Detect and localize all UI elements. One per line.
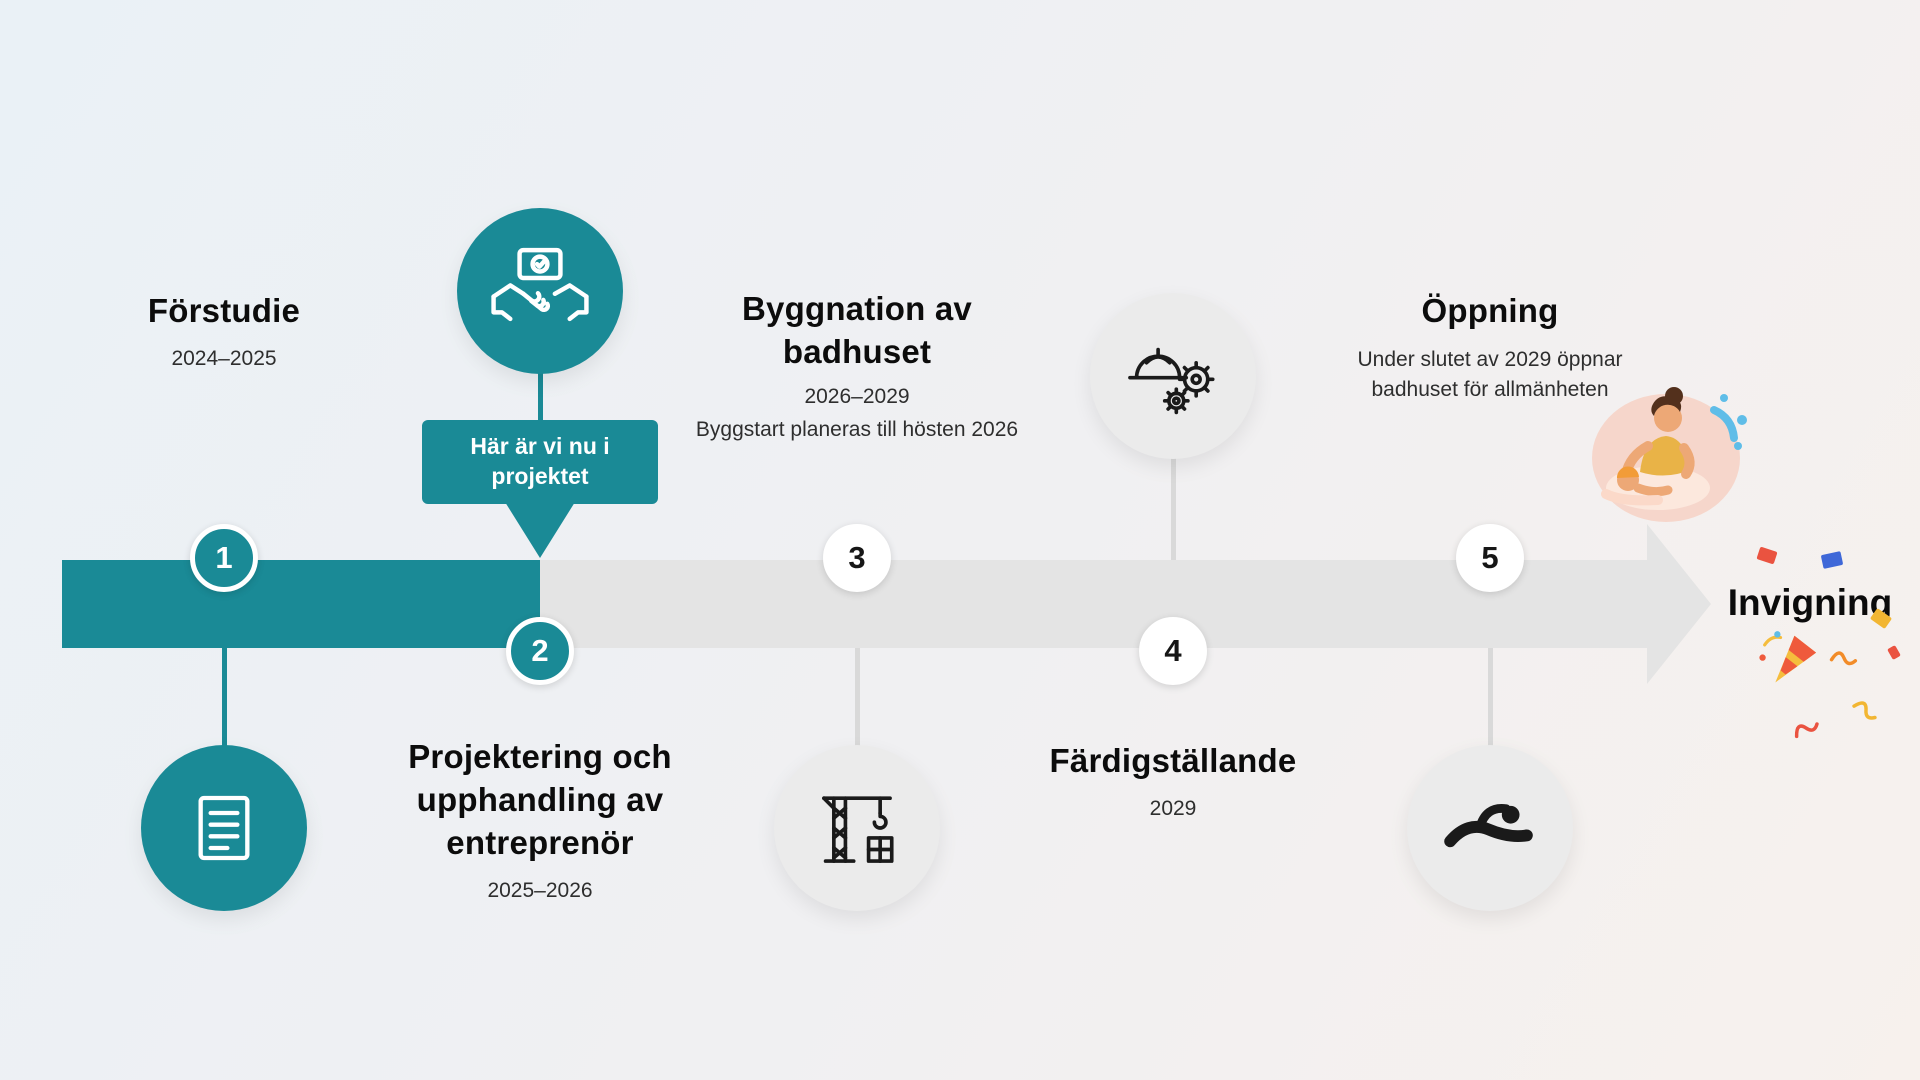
phase-3-note: Byggstart planeras till hösten 2026 (695, 417, 1019, 441)
swimmer-icon (1444, 804, 1533, 848)
step-1-marker: 1 (190, 524, 258, 592)
phase-3-title: Byggnation av badhuset (742, 290, 972, 370)
step-4-marker: 4 (1139, 617, 1207, 685)
step-3-number: 3 (848, 540, 866, 575)
step-3-marker: 3 (823, 524, 891, 592)
step-5-marker: 5 (1456, 524, 1524, 592)
phase-2-icon-circle (457, 208, 623, 374)
timeline-progress (62, 560, 540, 648)
current-stage-banner-label: Här är vi nu i projektet (470, 433, 610, 489)
phase-3-icon-circle (774, 745, 940, 911)
step-1-number: 1 (215, 540, 233, 575)
phase-2-text: Projektering och upphandling av entrepre… (375, 736, 705, 905)
hardhat-gears-icon (1128, 347, 1215, 415)
phase-4-connector (1171, 457, 1176, 562)
phase-3-text: Byggnation av badhuset 2026–2029 Byggsta… (692, 288, 1022, 444)
timeline-arrowhead (1647, 524, 1711, 684)
current-stage-banner: Här är vi nu i projektet (422, 420, 658, 504)
phase-1-text: Förstudie 2024–2025 (64, 290, 384, 374)
construction-crane-icon (822, 796, 894, 863)
phase-2-title: Projektering och upphandling av entrepre… (408, 738, 672, 861)
phase-1-title: Förstudie (147, 292, 301, 329)
phase-2-connector (538, 372, 543, 422)
phase-3-connector (855, 558, 860, 748)
confetti-squiggle (1852, 701, 1877, 720)
phase-4-dates: 2029 (1149, 796, 1197, 820)
phase-5-note: Under slutet av 2029 öppnar badhuset för… (1357, 347, 1623, 401)
phase-4-title: Färdigställande (1049, 742, 1297, 779)
phase-5-title: Öppning (1421, 292, 1559, 329)
confetti-squiggle (1829, 651, 1858, 666)
phase-1-dates: 2024–2025 (171, 346, 277, 370)
step-2-number: 2 (531, 633, 549, 668)
phase-5-text: Öppning Under slutet av 2029 öppnar badh… (1325, 290, 1655, 405)
confetti-piece (1820, 551, 1844, 569)
phase-4-text: Färdigställande 2029 (1008, 740, 1338, 824)
confetti-piece (1887, 645, 1901, 660)
phase-1-connector (222, 558, 227, 748)
phase-3-dates: 2026–2029 (804, 384, 910, 408)
phase-4-icon-circle (1090, 293, 1256, 459)
phase-1-icon-circle (141, 745, 307, 911)
banner-pointer (505, 502, 575, 558)
confetti-squiggle (1794, 722, 1819, 739)
phase-5-connector (1488, 558, 1493, 748)
step-5-number: 5 (1481, 540, 1499, 575)
document-icon (198, 795, 250, 861)
step-2-marker: 2 (506, 617, 574, 685)
step-4-number: 4 (1164, 633, 1182, 668)
invigning-label: Invigning (1727, 582, 1893, 623)
phase-5-icon-circle (1407, 745, 1573, 911)
phase-2-dates: 2025–2026 (487, 878, 593, 902)
confetti-piece (1756, 546, 1778, 565)
handshake-certificate-icon (491, 247, 589, 322)
party-horn-icon (1759, 631, 1817, 683)
swim-lesson-illustration (1592, 387, 1747, 522)
